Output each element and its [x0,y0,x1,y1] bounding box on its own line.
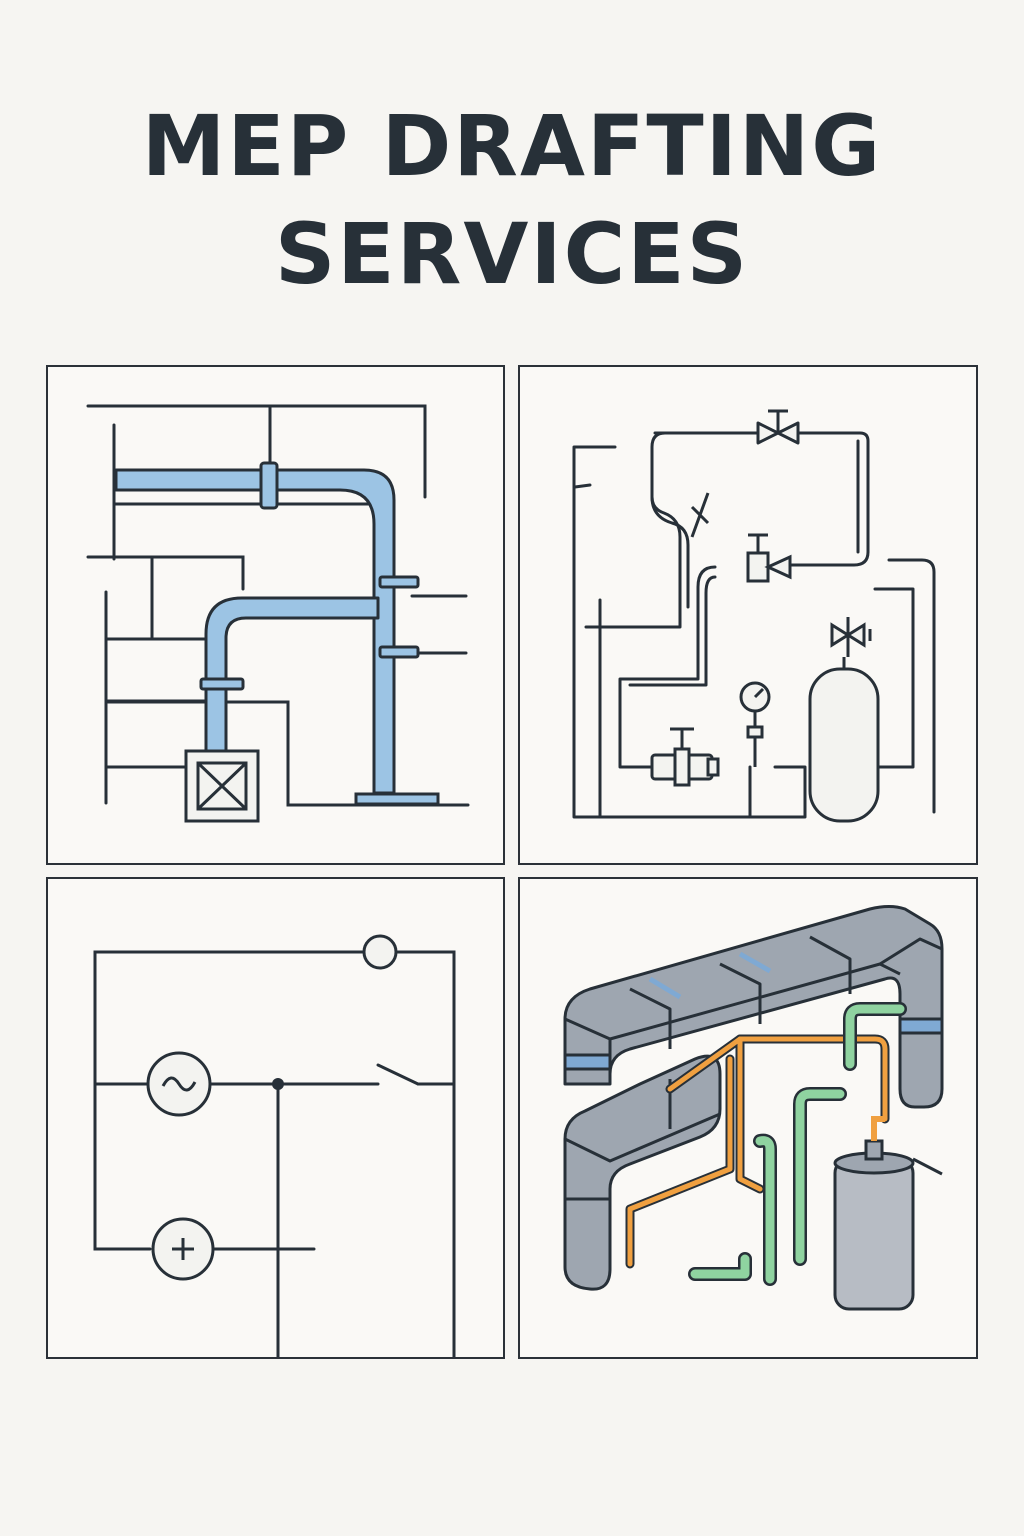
gate-valve-top [756,409,800,445]
pipe-couplings [199,461,420,691]
water-heater-icon [833,1116,943,1311]
piping-panel [518,365,978,865]
plumbing-riser-icon [86,404,470,823]
circuit-diagram-icon [93,934,456,1357]
ball-valve-bottom [650,727,720,787]
floor-drain-icon [184,749,260,823]
globe-valve-mid [746,533,792,583]
electrical-panel [46,877,505,1359]
hvac-panel [518,877,978,1359]
air-duct-run [563,905,944,1291]
junction-node [272,1078,284,1090]
blue-pipe-run [114,468,396,795]
expansion-tank-icon [808,657,880,823]
dc-source-icon [151,1217,215,1281]
relief-valve [830,617,872,657]
pressure-gauge-icon [739,681,771,767]
plumbing-panel [46,365,505,865]
isometric-duct-icon [563,905,944,1311]
hot-water-pipe [627,1036,888,1267]
schematic-lines [572,431,936,819]
indicator-lamp-icon [362,934,398,970]
ac-source-icon [146,1051,212,1117]
page-title-line-2: SERVICES [274,205,750,303]
check-valve [690,492,710,538]
circuit-wires [93,950,456,1357]
page-title-line-1: MEP DRAFTING [141,97,883,195]
pipe-base-plate [354,792,440,806]
chilled-pipe [690,1004,905,1284]
valve-schematic-icon [572,409,936,823]
wall-grid-lines [86,404,470,807]
